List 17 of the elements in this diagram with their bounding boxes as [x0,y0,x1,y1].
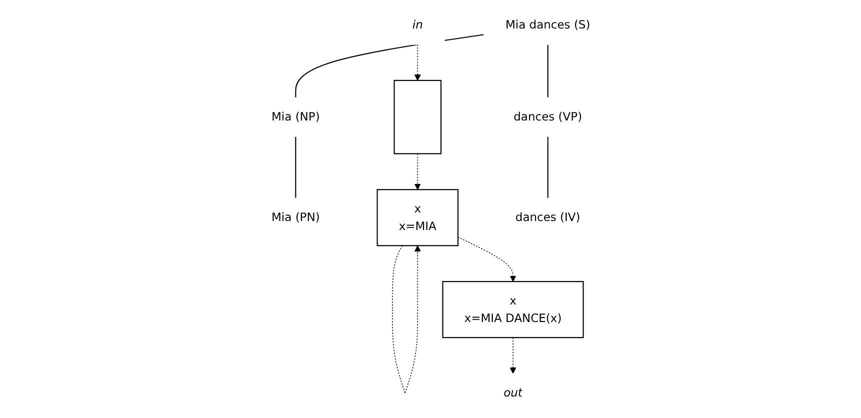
node-text: Mia (NP) [271,110,320,124]
arrow [392,245,420,394]
node-text: dances (VP) [513,110,582,124]
arrow [414,153,420,190]
node-box: x x=MIA [376,189,458,246]
node-text: Mia (PN) [271,210,320,224]
node-box [393,80,442,154]
connector [294,136,296,198]
connector [546,136,548,198]
connector [546,44,548,98]
arrow [457,236,516,282]
node-text: dances (IV) [515,210,580,224]
node-text: out [503,386,522,400]
arrow [414,44,420,81]
node-text: Mia dances (S) [505,18,590,32]
arrow [509,337,516,374]
node-box: x x=MIA DANCE(x) [442,281,584,338]
